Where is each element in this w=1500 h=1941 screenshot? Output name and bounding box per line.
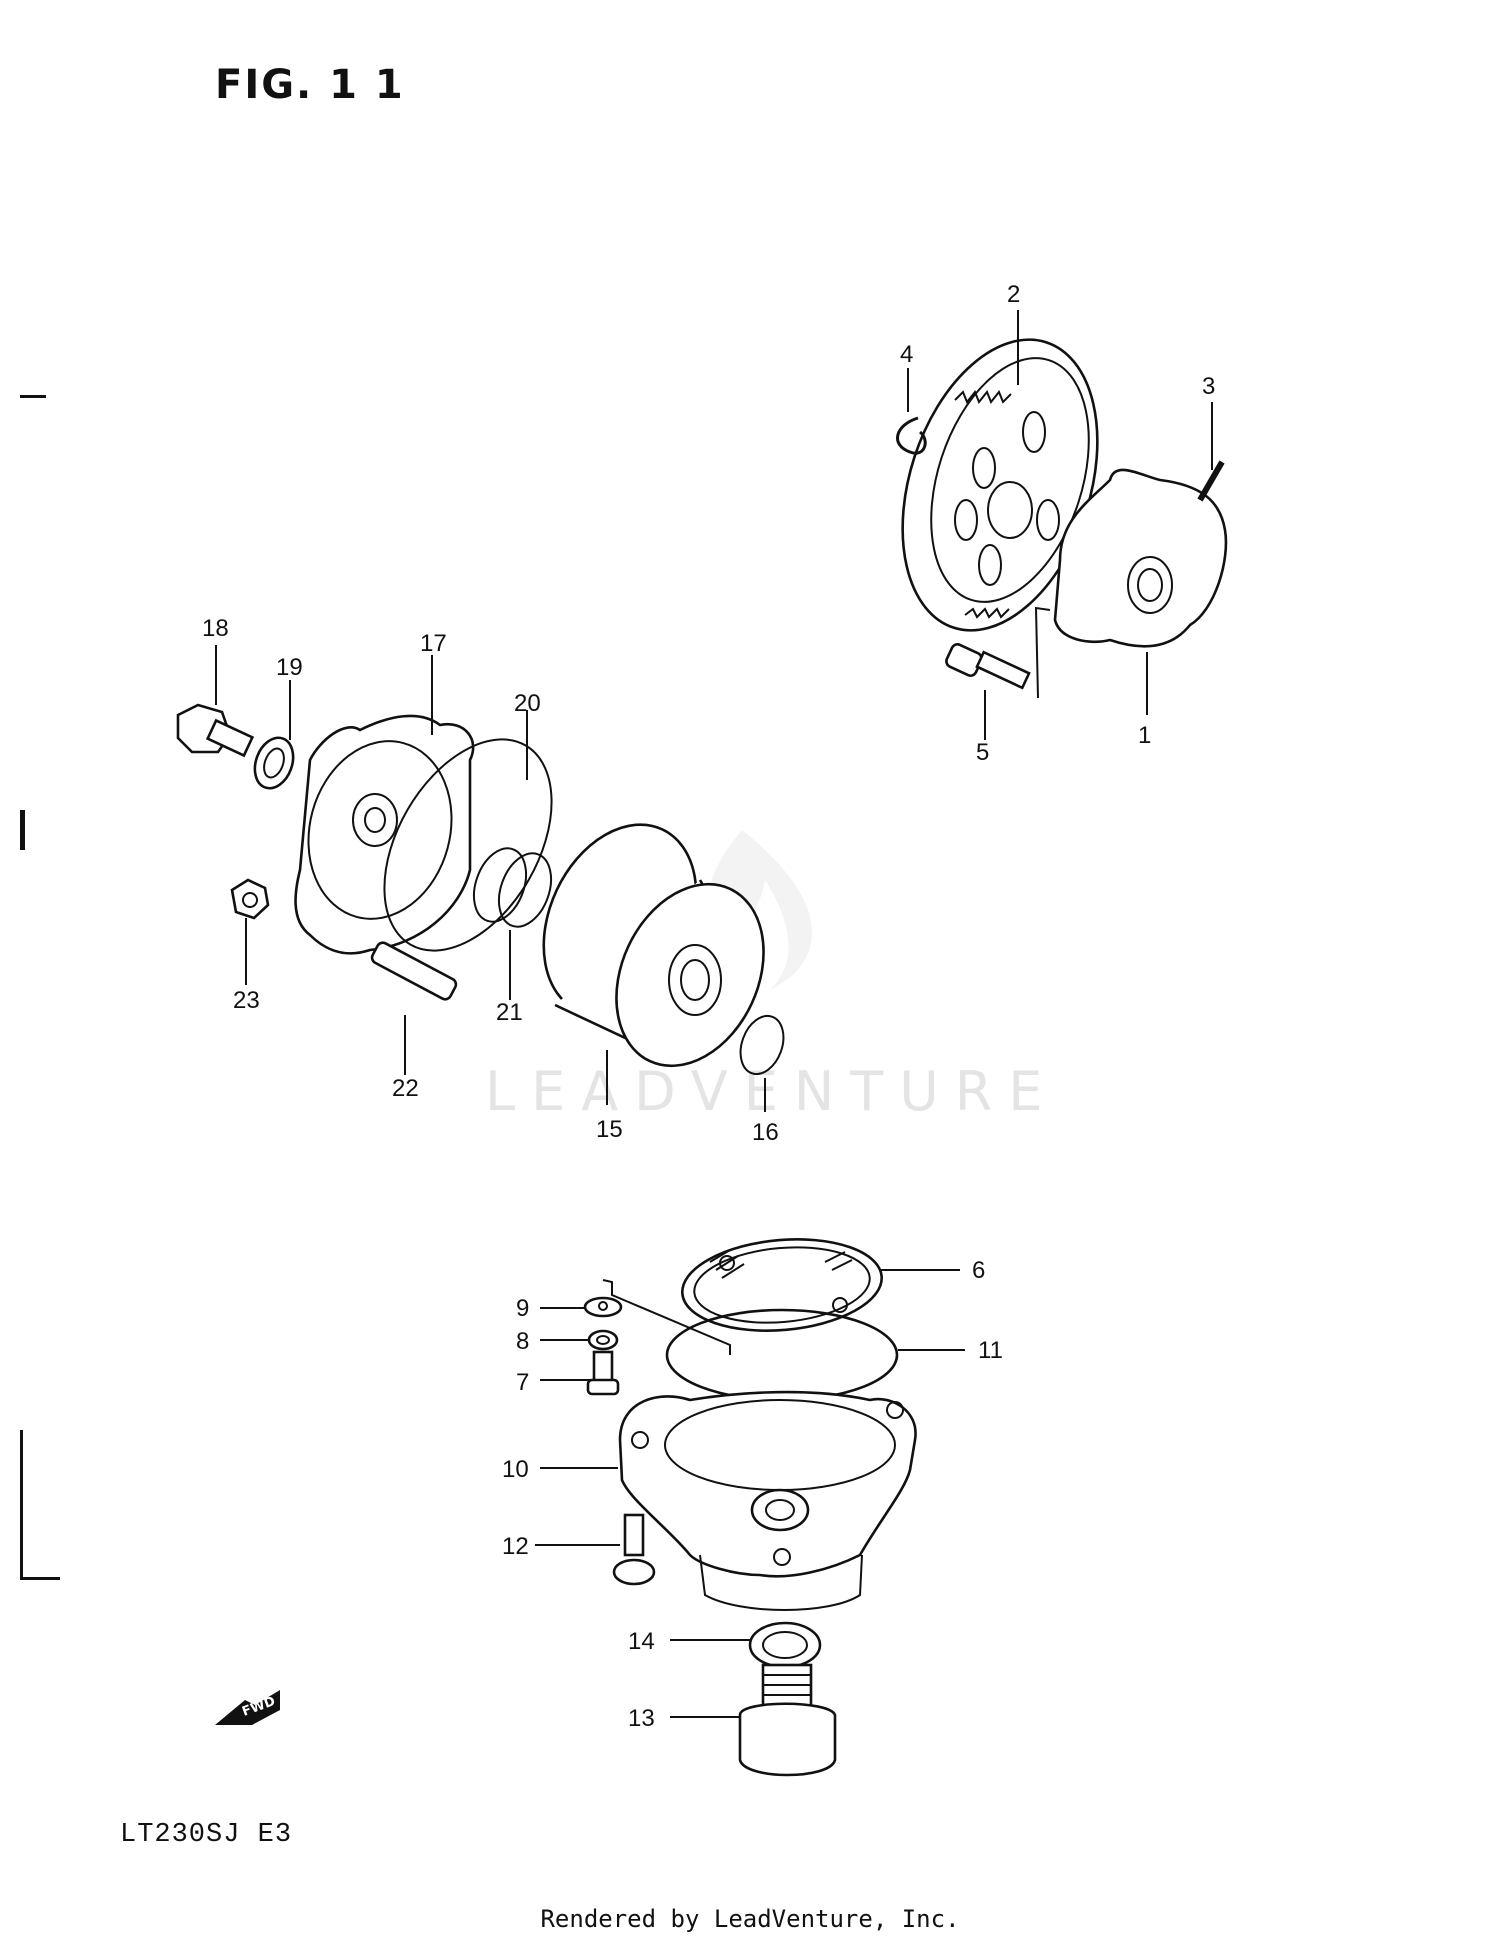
callout-8: 8 — [516, 1328, 529, 1355]
cap-o-ring — [383, 738, 553, 952]
callout-20: 20 — [514, 690, 541, 717]
retaining-clip — [896, 416, 927, 455]
callout-12: 12 — [502, 1533, 529, 1560]
callout-18: 18 — [202, 615, 229, 642]
bolt-washer — [253, 736, 295, 790]
oil-filter — [542, 823, 765, 1068]
assembly-bracket — [1034, 606, 1051, 699]
stud-bolt — [370, 941, 458, 1001]
drain-bolt — [176, 703, 255, 758]
figure-title: FIG. 1 1 — [215, 62, 405, 108]
callout-2: 2 — [1007, 281, 1020, 308]
fwd-arrow-icon: FWD — [215, 1690, 280, 1725]
dowel-pin — [1197, 460, 1225, 502]
callout-11: 11 — [978, 1337, 1003, 1364]
oil-strainer-plate — [681, 1238, 883, 1332]
watermark-text: LEADVENTURE — [485, 1060, 1059, 1123]
drain-plug — [738, 1663, 837, 1777]
callout-17: 17 — [420, 630, 447, 657]
callout-22: 22 — [392, 1075, 419, 1102]
footer-credit: Rendered by LeadVenture, Inc. — [540, 1905, 960, 1933]
callout-10: 10 — [502, 1456, 529, 1483]
model-code: LT230SJ E3 — [120, 1820, 293, 1850]
callout-19: 19 — [276, 654, 303, 681]
filter-o-ring-small — [739, 1014, 785, 1076]
callout-15: 15 — [596, 1116, 623, 1143]
callout-16: 16 — [752, 1119, 779, 1146]
callout-21: 21 — [496, 999, 523, 1026]
pump-screw — [945, 643, 1031, 690]
strainer-housing — [618, 1390, 917, 1611]
callout-23: 23 — [233, 987, 260, 1014]
callout-6: 6 — [972, 1257, 985, 1284]
callout-3: 3 — [1202, 373, 1215, 400]
assembly-bracket — [602, 1279, 731, 1355]
oil-filter-cap — [294, 714, 475, 955]
oil-pump-body — [1053, 468, 1228, 648]
callout-7: 7 — [516, 1369, 529, 1396]
strainer-screw-set — [583, 1296, 623, 1396]
filter-o-rings — [472, 847, 553, 928]
binding-mark — [20, 810, 25, 850]
callout-4: 4 — [900, 341, 913, 368]
binding-mark — [20, 395, 46, 398]
binding-mark — [20, 1430, 23, 1580]
cap-nut — [230, 878, 270, 920]
leader-lines — [215, 310, 1213, 1718]
callout-9: 9 — [516, 1295, 529, 1322]
callout-5: 5 — [976, 739, 989, 766]
callout-14: 14 — [628, 1628, 655, 1655]
callout-1: 1 — [1138, 722, 1151, 749]
callout-13: 13 — [628, 1705, 655, 1732]
drain-plug-gasket — [748, 1621, 822, 1669]
binding-mark — [20, 1577, 60, 1580]
housing-bolt — [612, 1513, 656, 1586]
